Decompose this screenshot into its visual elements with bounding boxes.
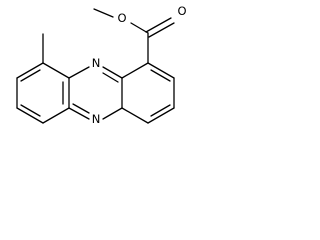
bond-c7-c6 <box>16 107 44 124</box>
bond-c3-c4-inner <box>150 104 171 117</box>
atom-label-ester-oxygen: O <box>117 11 126 25</box>
bond-ester-o-methyl <box>93 8 114 18</box>
bond-c7-c6-inner <box>20 104 41 117</box>
bond-n10-c10a <box>102 66 123 79</box>
bond-c6-c5a <box>42 107 70 124</box>
atom-label-ring-nitrogen-bottom: N <box>92 112 101 126</box>
bond-c9a-n10 <box>68 66 90 79</box>
bond-c9-c8-inner <box>20 69 41 82</box>
bond-n5-c5a <box>68 107 90 120</box>
bond-c1-c2-inner <box>150 69 171 82</box>
bond-c9-c9a <box>42 62 70 79</box>
bond-n5-c5a-inner <box>72 103 90 114</box>
bond-c3-c4 <box>147 107 175 124</box>
atom-label-carbonyl-oxygen: O <box>177 4 186 18</box>
bond-carbonyl-double-a <box>145 17 172 33</box>
chemical-structure-diagram: O O N N <box>16 4 187 126</box>
atom-label-ring-nitrogen-top: N <box>92 56 101 70</box>
bond-c4a-n5 <box>102 107 123 120</box>
bond-c9-c8 <box>16 62 44 79</box>
bond-carbonyl-ester-o <box>130 22 149 34</box>
bond-c1-c2 <box>147 62 175 79</box>
bond-carbonyl-double-b <box>148 22 175 38</box>
bond-c4-c4a <box>121 107 149 124</box>
bond-c10a-c1 <box>121 62 149 79</box>
bond-n10-c10a-inner <box>102 72 119 83</box>
